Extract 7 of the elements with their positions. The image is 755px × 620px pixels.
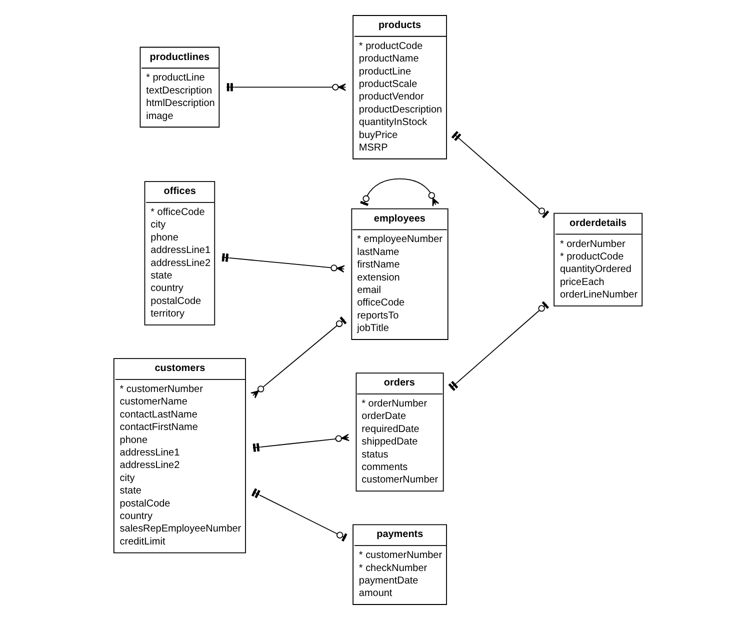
connector: [250, 488, 347, 542]
connector: [252, 434, 350, 452]
connector: [220, 253, 344, 273]
connector: [448, 301, 548, 391]
connector: [250, 316, 346, 398]
connector: [360, 178, 439, 207]
connector: [226, 83, 346, 92]
